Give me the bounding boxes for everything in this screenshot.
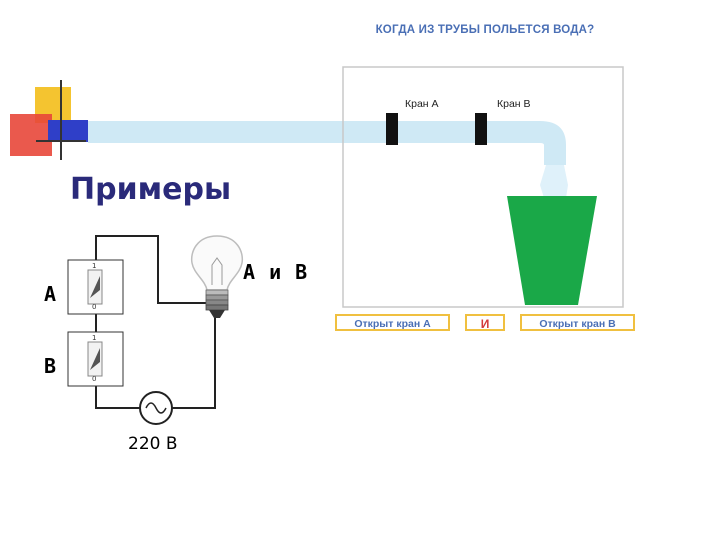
illustration-frame: [342, 66, 624, 308]
switch-b[interactable]: [67, 331, 124, 387]
page-heading: Примеры: [70, 172, 232, 207]
switch-b-off-mark: 0: [92, 375, 97, 383]
switch-b-label: B: [44, 354, 57, 378]
switch-a-label: A: [44, 282, 57, 306]
green-glass: [507, 196, 597, 305]
valve-b-label: Кран В: [497, 98, 531, 110]
pipe-elbow: [500, 121, 566, 165]
valve-b[interactable]: [475, 113, 487, 145]
lamp-label: A и B: [243, 260, 309, 284]
switch-a[interactable]: [67, 259, 124, 315]
valve-a[interactable]: [386, 113, 398, 145]
water-stream: [540, 165, 568, 198]
slide-title: КОГДА ИЗ ТРУБЫ ПОЛЬЕТСЯ ВОДА?: [375, 24, 595, 36]
pipe: [88, 121, 540, 143]
condition-b-box: Открыт кран В: [520, 314, 635, 331]
switch-a-on-mark: 1: [92, 262, 97, 270]
corner-decoration: [0, 0, 100, 170]
light-bulb-icon: [190, 235, 244, 318]
ac-source-icon: [139, 391, 173, 425]
voltage-label: 220 В: [128, 434, 178, 454]
switch-b-on-mark: 1: [92, 334, 97, 342]
condition-a-box: Открыт кран А: [335, 314, 450, 331]
logic-operator-box: И: [465, 314, 505, 331]
valve-a-label: Кран А: [405, 98, 439, 110]
switch-a-off-mark: 0: [92, 303, 97, 311]
